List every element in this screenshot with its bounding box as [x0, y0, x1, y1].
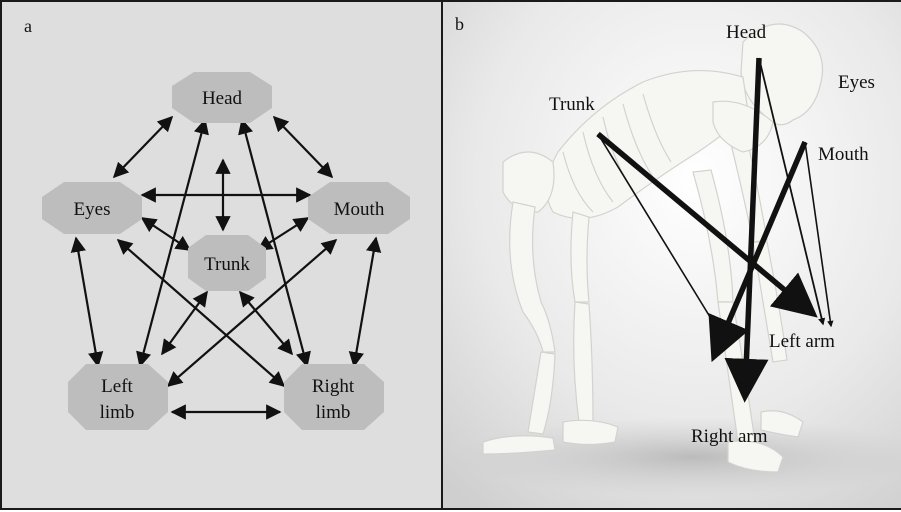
- edge-mouth-trunk: [258, 218, 308, 250]
- node-trunk-label: Trunk: [204, 254, 250, 275]
- label-mouth: Mouth: [818, 144, 869, 165]
- node-eyes-label: Eyes: [74, 199, 111, 220]
- label-left-arm: Left arm: [769, 331, 835, 352]
- node-left-limb-label-2: limb: [100, 402, 135, 423]
- edge-eyes-leftlimb: [76, 238, 98, 366]
- label-right-arm: Right arm: [691, 426, 768, 447]
- label-head: Head: [726, 22, 767, 43]
- panel-b: b Head Eyes Trunk Mouth Left arm Right a…: [441, 0, 901, 510]
- label-eyes: Eyes: [838, 72, 875, 93]
- edge-head-eyes: [114, 117, 172, 177]
- edge-trunk-leftlimb: [162, 292, 207, 354]
- network-diagram: a Head: [2, 2, 445, 512]
- panel-a: a Head: [0, 0, 443, 510]
- edge-eyes-trunk: [142, 218, 190, 250]
- panel-a-label: a: [24, 16, 32, 36]
- node-right-limb-label-2: limb: [316, 402, 351, 423]
- node-right-limb-label-1: Right: [312, 376, 355, 397]
- panel-b-label: b: [455, 14, 464, 34]
- edge-mouth-rightlimb: [354, 238, 376, 366]
- node-left-limb-label-1: Left: [101, 376, 133, 397]
- label-trunk: Trunk: [549, 94, 595, 115]
- edge-head-mouth: [274, 117, 332, 177]
- node-head-label: Head: [202, 88, 243, 109]
- skeleton-figure: b Head Eyes Trunk Mouth Left arm Right a…: [443, 2, 901, 510]
- node-mouth-label: Mouth: [334, 199, 385, 220]
